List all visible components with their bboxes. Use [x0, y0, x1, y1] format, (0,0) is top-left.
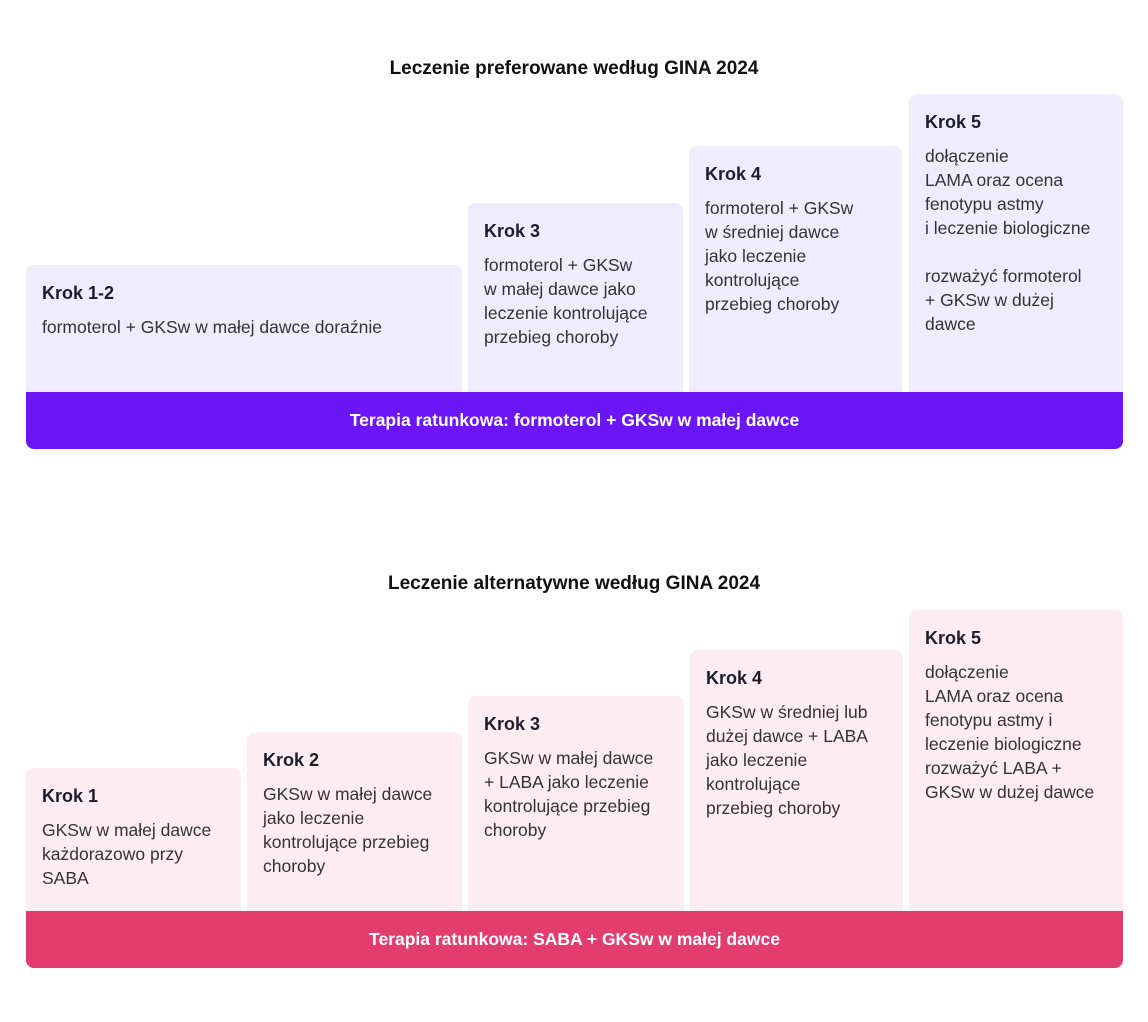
- alternative-step-1: Krok 1 GKSw w małej dawce każdorazowo pr…: [26, 768, 241, 911]
- preferred-step-5: Krok 5 dołączenie LAMA oraz ocena fenoty…: [909, 94, 1123, 392]
- step-title: Krok 5: [925, 628, 982, 648]
- step-text: GKSw w małej dawce jako leczenie kontrol…: [263, 784, 433, 876]
- alternative-title: Leczenie alternatywne według GINA 2024: [387, 573, 761, 594]
- step-text: formoterol + GKSw w małej dawce doraźnie: [42, 317, 382, 337]
- step-text: GKSw w średniej lub dużej dawce + LABA j…: [706, 702, 868, 818]
- step-title: Krok 4: [706, 668, 763, 688]
- step-title: Krok 2: [263, 750, 320, 770]
- preferred-step-4: Krok 4 formoterol + GKSw w średniej dawc…: [689, 146, 902, 392]
- step-text: formoterol + GKSw w małej dawce jako lec…: [484, 255, 648, 347]
- step-text: GKSw w małej dawce + LABA jako leczenie …: [484, 748, 654, 840]
- alternative-step-4: Krok 4 GKSw w średniej lub dużej dawce +…: [690, 650, 903, 911]
- step-title: Krok 3: [484, 221, 541, 241]
- alternative-step-5: Krok 5 dołączenie LAMA oraz ocena fenoty…: [909, 610, 1123, 911]
- preferred-step-1-2: Krok 1-2 formoterol + GKSw w małej dawce…: [26, 265, 462, 392]
- preferred-title: Leczenie preferowane według GINA 2024: [389, 58, 759, 79]
- step-title: Krok 1-2: [42, 283, 115, 303]
- step-title: Krok 1: [42, 786, 99, 806]
- step-title: Krok 5: [925, 112, 982, 132]
- step-title: Krok 4: [705, 164, 762, 184]
- preferred-rescue-bar: Terapia ratunkowa: formoterol + GKSw w m…: [26, 392, 1123, 449]
- step-text: dołączenie LAMA oraz ocena fenotypu astm…: [925, 146, 1091, 334]
- preferred-step-3: Krok 3 formoterol + GKSw w małej dawce j…: [468, 203, 683, 392]
- step-text: formoterol + GKSw w średniej dawce jako …: [705, 198, 854, 314]
- alternative-step-3: Krok 3 GKSw w małej dawce + LABA jako le…: [468, 696, 684, 911]
- alternative-step-2: Krok 2 GKSw w małej dawce jako leczenie …: [247, 732, 462, 911]
- alternative-rescue-bar: Terapia ratunkowa: SABA + GKSw w małej d…: [26, 911, 1123, 968]
- step-text: GKSw w małej dawce każdorazowo przy SABA: [42, 820, 212, 888]
- step-title: Krok 3: [484, 714, 541, 734]
- step-text: dołączenie LAMA oraz ocena fenotypu astm…: [925, 662, 1095, 802]
